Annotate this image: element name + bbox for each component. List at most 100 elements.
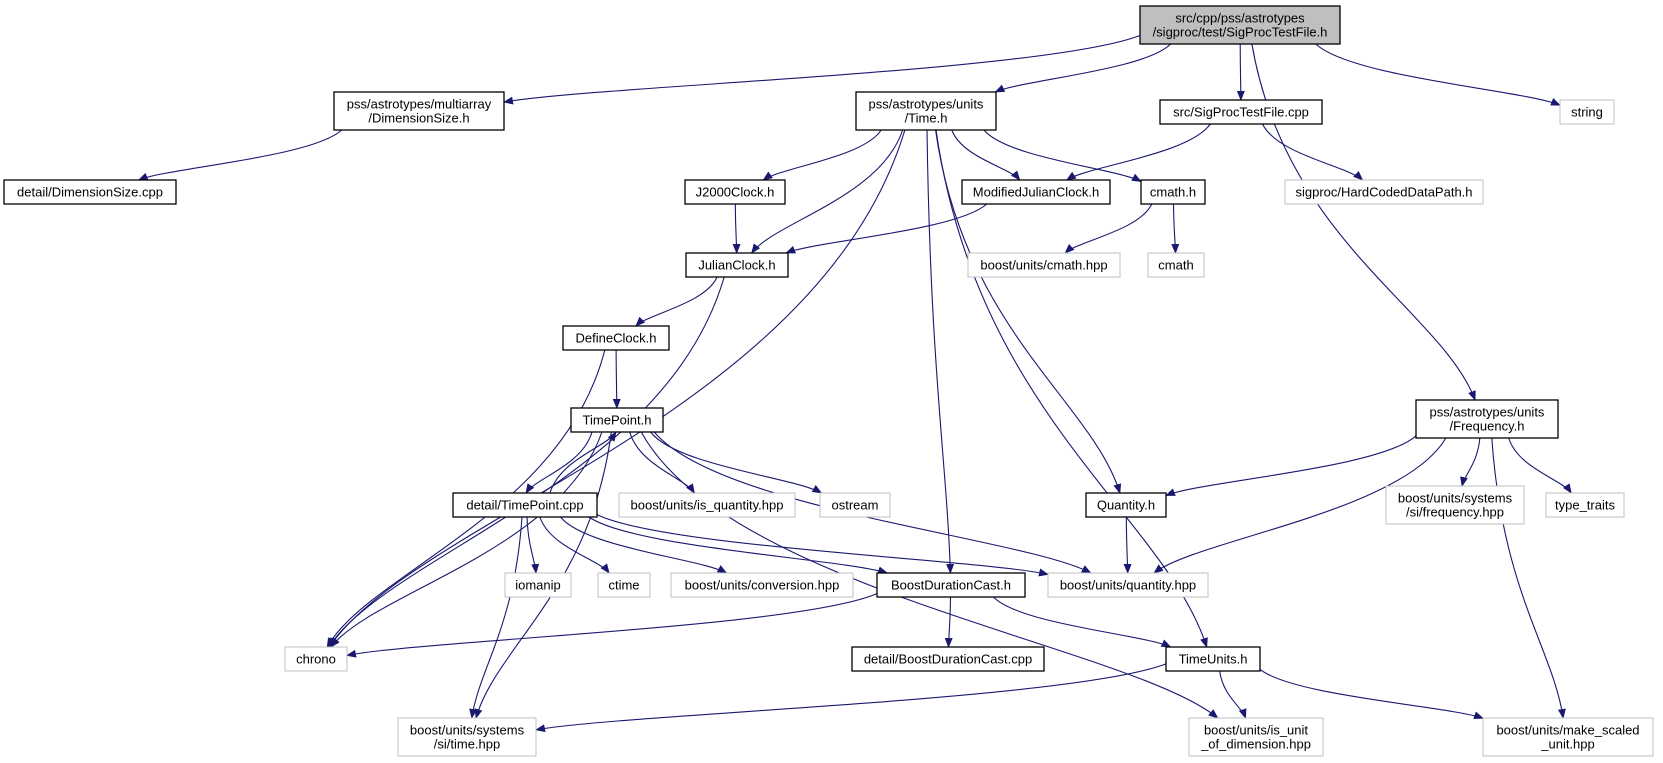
node-label-chrono-line-1: chrono xyxy=(296,652,336,667)
node-box-quantityh xyxy=(1085,492,1167,518)
node-mjd[interactable]: ModifiedJulianClock.h xyxy=(961,179,1111,205)
node-box-root xyxy=(1139,5,1341,45)
edge-j2000-to-julian xyxy=(732,203,741,254)
edge-frequency-to-quantityh xyxy=(1165,435,1417,497)
edge-defclock-to-timepoint xyxy=(612,349,621,409)
node-label-isunit-line-1: boost/units/is_unit xyxy=(1204,723,1308,738)
edge-tpcpp-to-timepoint xyxy=(549,431,617,494)
node-label-bdc-line-1: BoostDurationCast.h xyxy=(891,578,1011,593)
node-timeunits[interactable]: TimeUnits.h xyxy=(1165,646,1261,672)
node-box-chrono xyxy=(284,646,348,672)
node-time[interactable]: pss/astrotypes/units/Time.h xyxy=(855,91,997,131)
node-label-conversion-line-1: boost/units/conversion.hpp xyxy=(685,578,840,593)
node-julian[interactable]: JulianClock.h xyxy=(685,252,789,278)
node-box-j2000 xyxy=(684,179,786,205)
nodes-layer: src/cpp/pss/astrotypes/sigproc/test/SigP… xyxy=(3,5,1654,757)
node-defclock[interactable]: DefineClock.h xyxy=(562,325,670,351)
node-conversion: boost/units/conversion.hpp xyxy=(670,572,854,598)
node-cmath: cmath xyxy=(1147,252,1205,278)
edge-time-to-julian xyxy=(751,129,904,254)
node-label-time-line-2: /Time.h xyxy=(905,111,948,126)
edge-cmathh-to-cmath xyxy=(1171,203,1180,254)
edge-time-to-quantityh xyxy=(935,129,1122,494)
node-box-mjd xyxy=(961,179,1111,205)
node-box-isquantity xyxy=(618,492,796,518)
node-box-iomanip xyxy=(504,572,572,598)
edge-dimsize-to-dimsizecpp xyxy=(137,129,343,181)
node-box-julian xyxy=(685,252,789,278)
node-quantityhpp: boost/units/quantity.hpp xyxy=(1047,572,1209,598)
node-dimsizecpp[interactable]: detail/DimensionSize.cpp xyxy=(3,179,177,205)
edge-time-to-timeunits xyxy=(935,129,1208,648)
node-box-sifreq xyxy=(1385,485,1525,525)
node-box-bdccpp xyxy=(851,646,1045,672)
node-makescaled: boost/units/make_scaled_unit.hpp xyxy=(1482,717,1654,757)
node-iomanip: iomanip xyxy=(504,572,572,598)
node-label-quantityh-line-1: Quantity.h xyxy=(1097,498,1155,513)
node-box-dimsizecpp xyxy=(3,179,177,205)
edge-quantityh-to-quantityhpp xyxy=(1123,516,1132,574)
node-label-isquantity-line-1: boost/units/is_quantity.hpp xyxy=(631,498,784,513)
node-isunit: boost/units/is_unit_of_dimension.hpp xyxy=(1188,717,1324,757)
node-quantityh[interactable]: Quantity.h xyxy=(1085,492,1167,518)
node-label-typetraits-line-1: type_traits xyxy=(1555,498,1615,513)
node-timepoint[interactable]: TimePoint.h xyxy=(570,407,664,433)
node-box-cmathh xyxy=(1140,179,1206,205)
node-box-ctime xyxy=(597,572,651,598)
edges-layer xyxy=(137,34,1572,733)
node-label-string-line-1: string xyxy=(1571,105,1603,120)
node-label-makescaled-line-2: _unit.hpp xyxy=(1540,737,1595,752)
node-label-quantityhpp-line-1: boost/units/quantity.hpp xyxy=(1060,578,1196,593)
node-box-typetraits xyxy=(1545,492,1625,518)
edge-tpcpp-to-conversion xyxy=(560,516,728,574)
edge-root-to-sigproccpp xyxy=(1236,43,1245,101)
node-frequency[interactable]: pss/astrotypes/units/Frequency.h xyxy=(1415,399,1559,439)
edge-time-to-j2000 xyxy=(762,129,882,181)
node-label-makescaled-line-1: boost/units/make_scaled xyxy=(1496,723,1639,738)
edge-sigproccpp-to-mjd xyxy=(1065,123,1211,181)
node-cmathh[interactable]: cmath.h xyxy=(1140,179,1206,205)
edge-frequency-to-typetraits xyxy=(1508,437,1572,494)
node-box-defclock xyxy=(562,325,670,351)
node-label-bdccpp-line-1: detail/BoostDurationCast.cpp xyxy=(864,652,1032,667)
node-label-ostream-line-1: ostream xyxy=(832,498,879,513)
node-label-dimsizecpp-line-1: detail/DimensionSize.cpp xyxy=(17,185,163,200)
node-label-boostcmath-line-1: boost/units/cmath.hpp xyxy=(980,258,1107,273)
edge-timepoint-to-quantityhpp xyxy=(653,431,1092,574)
node-label-sitime-line-1: boost/units/systems xyxy=(410,723,525,738)
node-label-root-line-1: src/cpp/pss/astrotypes xyxy=(1175,11,1305,26)
node-label-isunit-line-2: _of_dimension.hpp xyxy=(1200,737,1311,752)
node-box-string xyxy=(1559,99,1615,125)
node-root[interactable]: src/cpp/pss/astrotypes/sigproc/test/SigP… xyxy=(1139,5,1341,45)
node-label-defclock-line-1: DefineClock.h xyxy=(576,331,657,346)
node-box-dimsize xyxy=(333,91,505,131)
node-sigproccpp[interactable]: src/SigProcTestFile.cpp xyxy=(1159,99,1323,125)
node-hardcoded: sigproc/HardCodedDataPath.h xyxy=(1284,179,1484,205)
node-box-makescaled xyxy=(1482,717,1654,757)
node-tpcpp[interactable]: detail/TimePoint.cpp xyxy=(452,492,598,518)
edge-tpcpp-to-quantityhpp xyxy=(596,514,1049,577)
node-dimsize[interactable]: pss/astrotypes/multiarray/DimensionSize.… xyxy=(333,91,505,131)
edge-tpcpp-to-bdc xyxy=(588,516,889,575)
edge-timepoint-to-ostream xyxy=(650,431,823,494)
node-label-frequency-line-2: /Frequency.h xyxy=(1450,419,1525,434)
node-box-quantityhpp xyxy=(1047,572,1209,598)
node-label-timeunits-line-1: TimeUnits.h xyxy=(1179,652,1248,667)
node-string: string xyxy=(1559,99,1615,125)
edge-tpcpp-to-iomanip xyxy=(526,516,540,574)
node-bdccpp[interactable]: detail/BoostDurationCast.cpp xyxy=(851,646,1045,672)
edge-root-to-string xyxy=(1315,43,1561,106)
node-label-sifreq-line-1: boost/units/systems xyxy=(1398,491,1513,506)
edge-root-to-frequency xyxy=(1251,43,1476,401)
node-box-bdc xyxy=(876,572,1026,598)
edge-frequency-to-makescaled xyxy=(1491,437,1566,719)
node-box-sitime xyxy=(397,717,537,757)
edge-mjd-to-julian xyxy=(785,203,988,254)
edge-time-to-chrono xyxy=(328,129,906,648)
node-bdc[interactable]: BoostDurationCast.h xyxy=(876,572,1026,598)
node-j2000[interactable]: J2000Clock.h xyxy=(684,179,786,205)
node-isquantity: boost/units/is_quantity.hpp xyxy=(618,492,796,518)
node-label-j2000-line-1: J2000Clock.h xyxy=(696,185,775,200)
edge-timeunits-to-isunit xyxy=(1219,670,1247,719)
node-chrono: chrono xyxy=(284,646,348,672)
